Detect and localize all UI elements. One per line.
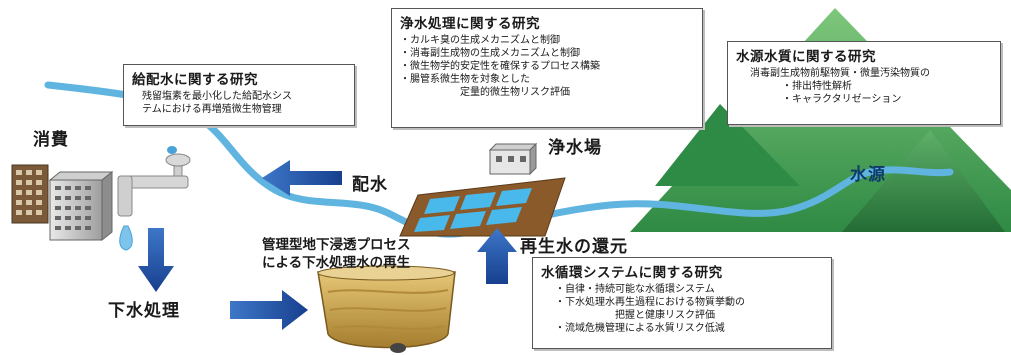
distribution-research-line: 残留塩素を最小化した給配水シス	[142, 91, 292, 102]
list-item: ・下水処理水再生過程における物質挙動の	[555, 297, 745, 308]
water-cycle-research-list: ・自律・持続可能な水循環システム ・下水処理水再生過程における物質挙動の 把握と…	[541, 283, 823, 335]
groundwater-process-line1: 管理型地下浸透プロセス	[262, 237, 411, 253]
reclaimed-up-arrow	[477, 228, 517, 284]
list-item: ・流域危機管理による水質リスク低減	[555, 323, 725, 334]
distribution-label: 配水	[352, 175, 388, 195]
source-quality-research-list: ・排出特性解析 ・キャラクタリゼーション	[736, 80, 992, 106]
sewage-right-arrow	[230, 290, 308, 330]
mountain-small	[842, 130, 1005, 232]
list-item: ・微生物学的安定性を確保するプロセス構築	[400, 61, 600, 72]
sewage-down-arrow	[138, 228, 174, 292]
list-item: ・自律・持続可能な水循環システム	[555, 284, 715, 295]
list-item: ・排出特性解析	[782, 81, 852, 92]
water-cycle-research-box: 水循環システムに関する研究 ・自律・持続可能な水循環システム ・下水処理水再生過…	[532, 257, 832, 349]
list-item-continuation: 定量的微生物リスク評価	[460, 87, 570, 98]
purification-research-box: 浄水処理に関する研究 ・カルキ臭の生成メカニズムと制御 ・消毒副生成物の生成メカ…	[391, 8, 703, 128]
list-item: ・消毒副生成物の生成メカニズムと制御	[400, 48, 580, 59]
purification-plant-label: 浄水場	[548, 138, 602, 158]
buildings-icon	[11, 164, 114, 242]
distribution-arrow	[262, 160, 342, 196]
purification-research-list: ・カルキ臭の生成メカニズムと制御 ・消毒副生成物の生成メカニズムと制御 ・微生物…	[400, 34, 694, 99]
groundwater-infiltration-icon	[317, 265, 456, 353]
source-quality-research-title: 水源水質に関する研究	[736, 49, 876, 65]
groundwater-process-label: 管理型地下浸透プロセス による下水処理水の再生	[262, 236, 411, 272]
water-cycle-research-title: 水循環システムに関する研究	[541, 265, 723, 281]
list-item: ・カルキ臭の生成メカニズムと制御	[400, 35, 560, 46]
reclaimed-water-label: 再生水の還元	[520, 237, 628, 257]
purification-plant-icon	[399, 142, 566, 237]
groundwater-process-line2: による下水処理水の再生	[262, 255, 411, 271]
distribution-research-line: テムにおける再増殖微生物管理	[142, 104, 282, 115]
source-quality-research-intro: 消毒副生成物前駆物質・微量汚染物質の	[750, 68, 930, 79]
sewage-treatment-label: 下水処理	[108, 301, 180, 321]
consumption-label: 消費	[33, 130, 69, 150]
distribution-research-box: 給配水に関する研究 残留塩素を最小化した給配水シス テムにおける再増殖微生物管理	[123, 64, 355, 126]
source-quality-research-box: 水源水質に関する研究 消毒副生成物前駆物質・微量汚染物質の ・排出特性解析 ・キ…	[727, 41, 1001, 125]
list-item: ・キャラクタリゼーション	[782, 94, 902, 105]
mountain-left	[655, 104, 800, 186]
list-item-continuation: 把握と健康リスク評価	[615, 310, 715, 321]
distribution-research-title: 給配水に関する研究	[132, 72, 258, 88]
list-item: ・腸管系微生物を対象とした	[400, 74, 530, 85]
water-source-label: 水源	[850, 165, 886, 185]
purification-research-title: 浄水処理に関する研究	[400, 16, 540, 32]
faucet-icon	[117, 146, 191, 251]
